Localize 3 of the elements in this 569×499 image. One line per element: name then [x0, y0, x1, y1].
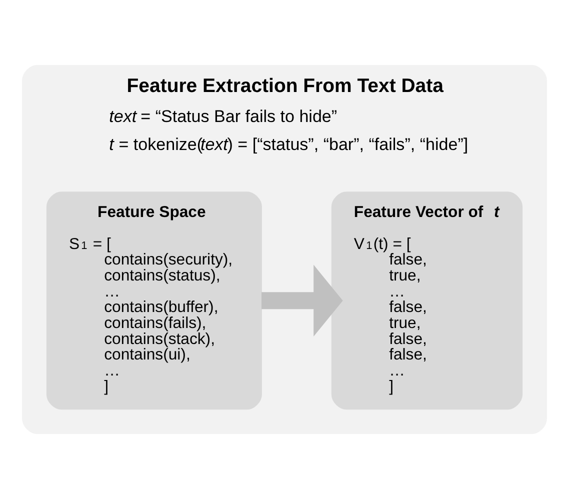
- arrow: [261, 264, 343, 336]
- node-box: Feature Vector of t V1(t) = [ false, true, … false, true, false, false, … ]: [331, 192, 523, 410]
- node-box: Feature Space S1 = [ contains(security), contains(status), … contains(buffer), contains(fails), contains(stack), contains(ui), … ]: [46, 192, 262, 410]
